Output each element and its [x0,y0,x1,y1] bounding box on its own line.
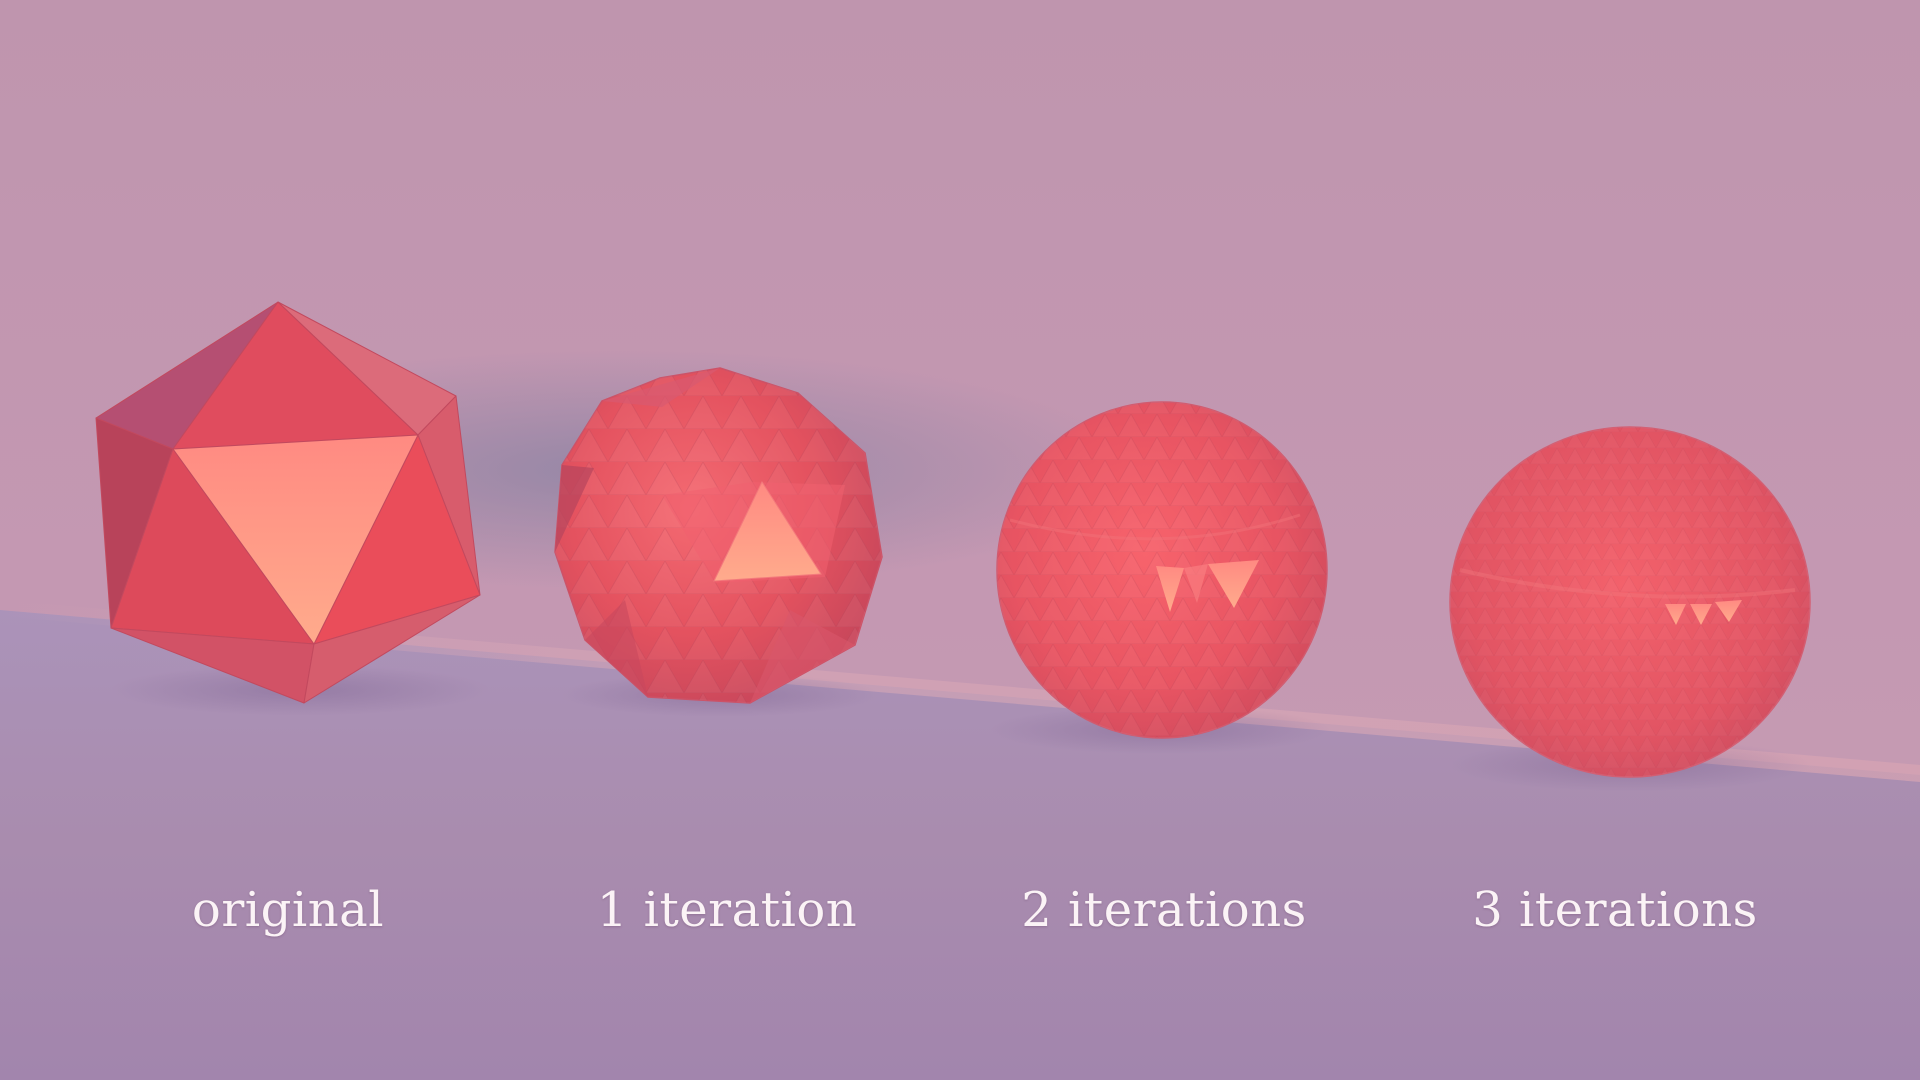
floor-plane [0,610,1920,1080]
sphere-1-iteration [554,367,883,704]
label-original: original [191,882,385,938]
label-2-iterations: 2 iterations [1021,882,1307,938]
floor-rim [0,600,1920,782]
label-3-iterations: 3 iterations [1472,882,1758,938]
sphere-3-iterations [1449,426,1811,778]
icosahedron-shape [95,301,481,704]
sphere-2-iterations [996,401,1328,739]
label-1-iteration: 1 iteration [596,882,858,938]
